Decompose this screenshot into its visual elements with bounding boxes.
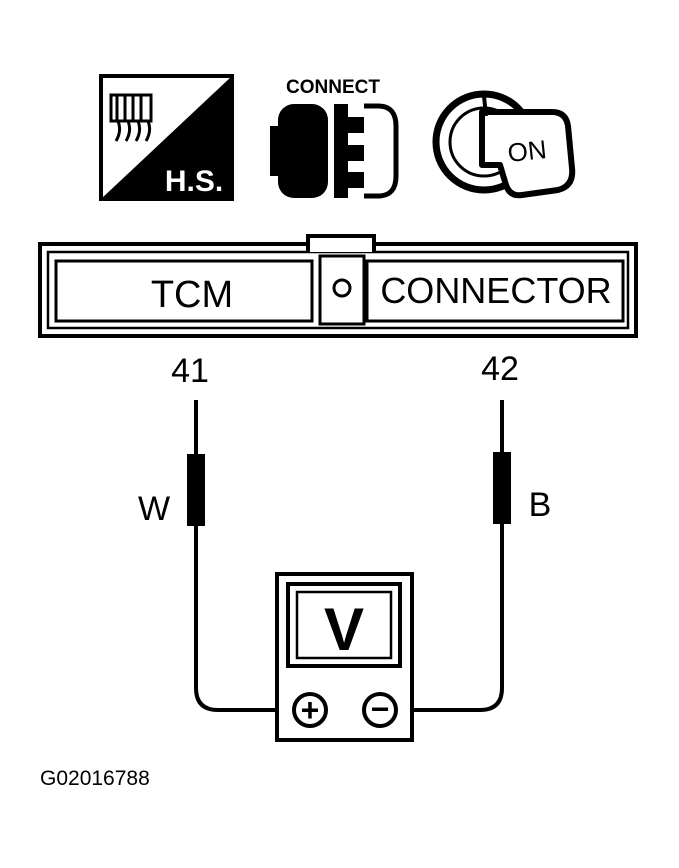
right-probe-sleeve	[493, 452, 511, 524]
plug-left-half	[278, 104, 328, 198]
tcm-label: TCM	[151, 274, 233, 316]
harness-badge-text: H.S.	[165, 165, 223, 198]
ignition-on-text: ON	[506, 134, 548, 168]
connector-label: CONNECTOR	[380, 270, 611, 311]
terminal-41-label: 41	[171, 352, 209, 390]
connect-icon: CONNECT	[270, 77, 399, 199]
key-icon	[479, 95, 576, 199]
figure-id: G02016788	[40, 767, 150, 790]
harness-plug-icon	[109, 93, 153, 142]
voltmeter: V + −	[275, 572, 414, 742]
connect-caption: CONNECT	[286, 77, 380, 98]
wire-color-left: W	[138, 490, 170, 528]
latch-hole	[332, 278, 352, 298]
wire-color-right: B	[529, 486, 552, 524]
left-probe-sleeve	[187, 454, 205, 526]
harness-side-icon: H.S.	[99, 74, 234, 201]
right-probe-wire	[398, 400, 504, 712]
voltmeter-reading-symbol: V	[324, 596, 364, 663]
probe-wires	[194, 400, 504, 712]
positive-terminal	[292, 692, 328, 728]
left-probe-wire	[194, 400, 292, 712]
negative-terminal	[362, 692, 398, 728]
tcm-connector: TCM CONNECTOR	[38, 234, 638, 338]
connector-lock-tab	[306, 234, 376, 252]
negative-terminal-symbol: −	[371, 691, 390, 727]
positive-terminal-symbol: +	[301, 692, 320, 728]
ignition-on-icon: ON	[432, 90, 576, 199]
terminal-42-label: 42	[481, 350, 519, 388]
plug-right-half	[364, 103, 399, 199]
